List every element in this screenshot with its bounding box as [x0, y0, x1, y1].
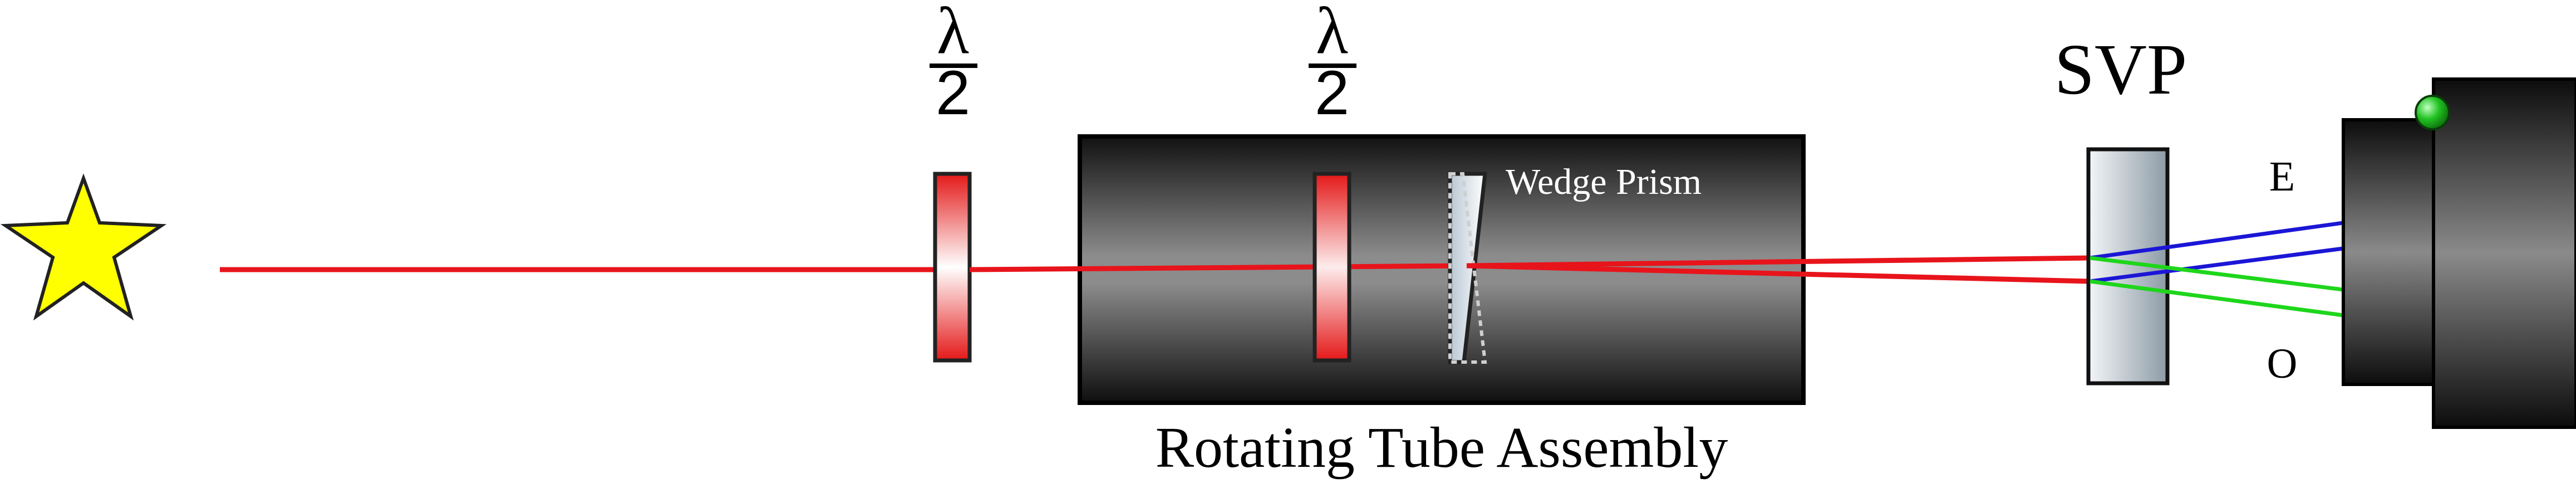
beam-lower: [1466, 263, 2091, 284]
green-led-icon: [2415, 95, 2450, 130]
o-beam-2: [2090, 279, 2344, 318]
e-beam-2: [2090, 246, 2344, 284]
o-label: O: [2267, 340, 2298, 387]
tube-label: Rotating Tube Assembly: [1156, 416, 1728, 480]
wedge-prism-label: Wedge Prism: [1506, 162, 1702, 202]
svp-label: SVP: [2054, 30, 2187, 110]
halfwave-plate-2-lambda: λ: [1316, 0, 1348, 67]
e-beam-1: [2090, 221, 2344, 260]
halfwave-plate-1-denominator: 2: [936, 58, 970, 128]
star-icon: [0, 173, 167, 321]
camera-body: [2432, 77, 2576, 429]
beam-upper: [1466, 255, 2091, 269]
halfwave-plate-1: [933, 172, 972, 363]
halfwave-plate-2: [1312, 172, 1351, 363]
halfwave-plate-1-lambda: λ: [937, 0, 969, 67]
tube-beam: [969, 263, 1467, 272]
o-beam-1: [2090, 256, 2344, 292]
wedge-prism-rotated-outline: [1448, 172, 1487, 364]
camera-front: [2342, 118, 2441, 386]
e-label: E: [2269, 153, 2295, 200]
halfwave-plate-2-denominator: 2: [1315, 58, 1349, 128]
